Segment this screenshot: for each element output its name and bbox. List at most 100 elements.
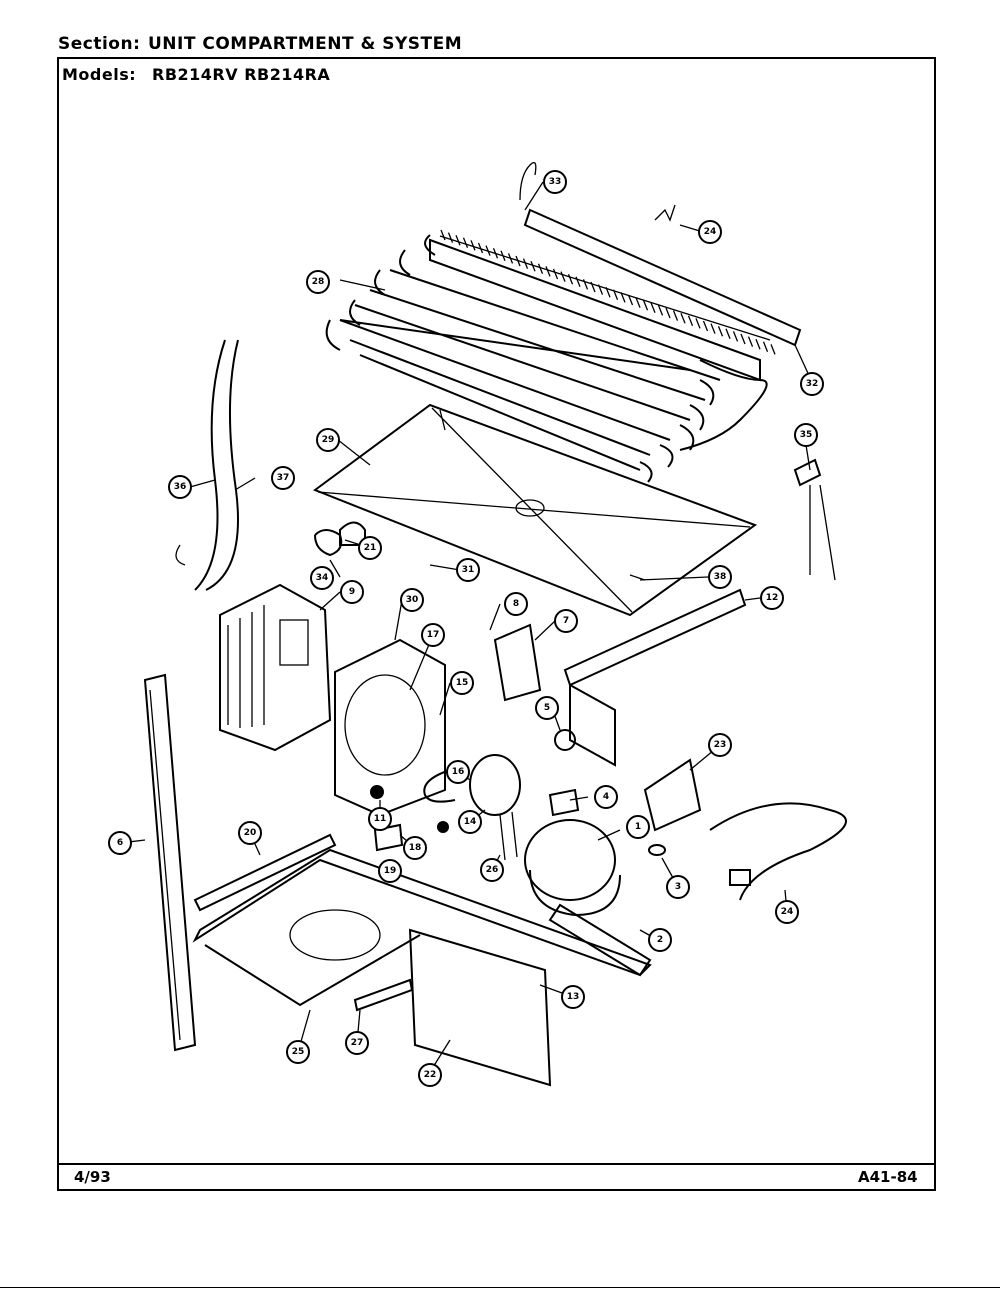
callout-c35: 35 <box>794 423 818 447</box>
callout-circle <box>456 558 480 582</box>
callout-number: 5 <box>544 703 550 713</box>
coil-fin <box>530 260 536 272</box>
exploded-parts-diagram: 1234567891112131415161718192021222324242… <box>108 161 847 1087</box>
callout-c14: 14 <box>458 810 482 834</box>
leader-lines <box>119 181 813 1073</box>
coil-fin <box>590 281 596 293</box>
coil-fin <box>665 307 671 319</box>
coil-fin <box>762 341 769 353</box>
callout-number: 32 <box>806 379 819 389</box>
coil-fin <box>597 284 604 295</box>
callout-circle <box>708 733 732 757</box>
baffle-plate <box>312 403 758 617</box>
coil-fin <box>545 266 551 277</box>
callout-number: 1 <box>635 822 641 832</box>
callout-circle <box>316 428 340 452</box>
callout-c13: 13 <box>561 985 585 1009</box>
callout-c9: 9 <box>340 580 364 604</box>
callout-circle <box>358 536 382 560</box>
page-bottom-rule <box>0 1287 1000 1288</box>
callout-circle <box>310 566 334 590</box>
callout-number: 27 <box>351 1038 364 1048</box>
callout-number: 30 <box>406 595 419 605</box>
section-label: Section: <box>58 34 141 54</box>
callout-circle <box>554 609 578 633</box>
callout-c7: 7 <box>554 609 578 633</box>
plug-button <box>437 821 449 833</box>
coil-fin <box>650 302 656 314</box>
callout-circle <box>306 270 330 294</box>
callout-c17: 17 <box>421 623 445 647</box>
callout-circle <box>480 858 504 882</box>
coil-fin <box>470 240 476 251</box>
callout-c38: 38 <box>708 565 732 589</box>
coil-fin <box>515 255 521 267</box>
callout-circle <box>594 785 618 809</box>
coil-fin <box>485 245 491 256</box>
coil-fin <box>620 292 626 303</box>
callout-number: 35 <box>800 430 813 440</box>
callout-circle <box>238 821 262 845</box>
callout-circle <box>626 815 650 839</box>
callout-number: 12 <box>766 593 779 603</box>
callout-circle <box>561 985 585 1009</box>
callout-number: 36 <box>174 482 187 492</box>
callout-c28: 28 <box>306 270 330 294</box>
callout-number: 26 <box>486 865 499 875</box>
callout-circle <box>345 1031 369 1055</box>
callout-circle <box>403 836 427 860</box>
coil-fin <box>725 328 731 340</box>
callout-number: 28 <box>312 277 325 287</box>
grommet <box>648 844 666 856</box>
compressor <box>524 819 652 977</box>
mount-channel <box>563 588 747 767</box>
callout-c32: 32 <box>800 372 824 396</box>
access-cover <box>408 928 552 1087</box>
callout-circle <box>648 928 672 952</box>
rubber-mount <box>370 785 384 799</box>
callout-c11: 11 <box>368 807 392 831</box>
wire-harness <box>709 802 847 901</box>
callout-circle <box>271 466 295 490</box>
callout-c33: 33 <box>543 170 567 194</box>
coil-fin <box>672 310 679 321</box>
condenser-coil <box>325 229 776 483</box>
coil-fin <box>635 297 641 308</box>
callout-number: 9 <box>349 587 355 597</box>
callout-c31: 31 <box>456 558 480 582</box>
coil-fin <box>612 289 619 301</box>
section-value: UNIT COMPARTMENT & SYSTEM <box>148 34 463 54</box>
callout-c26: 26 <box>480 858 504 882</box>
callout-number: 16 <box>452 767 465 777</box>
callout-c37: 37 <box>271 466 295 490</box>
coil-fin <box>755 338 761 350</box>
side-panel <box>143 673 197 1052</box>
callout-circle <box>794 423 818 447</box>
callout-circle <box>450 671 474 695</box>
callout-c22: 22 <box>418 1063 442 1087</box>
callout-number: 8 <box>513 599 519 609</box>
base-pan <box>192 833 652 1007</box>
callout-c21: 21 <box>358 536 382 560</box>
callout-circle <box>760 586 784 610</box>
fan-bracket <box>334 638 446 817</box>
callout-c20: 20 <box>238 821 262 845</box>
callout-number: 18 <box>409 843 422 853</box>
callout-c15: 15 <box>450 671 474 695</box>
coil-fin <box>710 323 716 334</box>
coil-fin <box>462 237 469 249</box>
callout-c25: 25 <box>286 1040 310 1064</box>
coil-fin <box>522 258 529 269</box>
callout-number: 15 <box>456 678 469 688</box>
callout-circle <box>535 696 559 720</box>
callout-number: 25 <box>292 1047 305 1057</box>
callout-number: 37 <box>277 473 290 483</box>
callout-c36: 36 <box>168 475 192 499</box>
coil-fin <box>627 294 634 306</box>
coil-fin <box>492 247 499 259</box>
callout-number: 19 <box>384 866 397 876</box>
callout-c19: 19 <box>378 859 402 883</box>
callout-number: 24 <box>781 907 794 917</box>
callout-number: 22 <box>424 1070 437 1080</box>
callout-number: 24 <box>704 227 717 237</box>
